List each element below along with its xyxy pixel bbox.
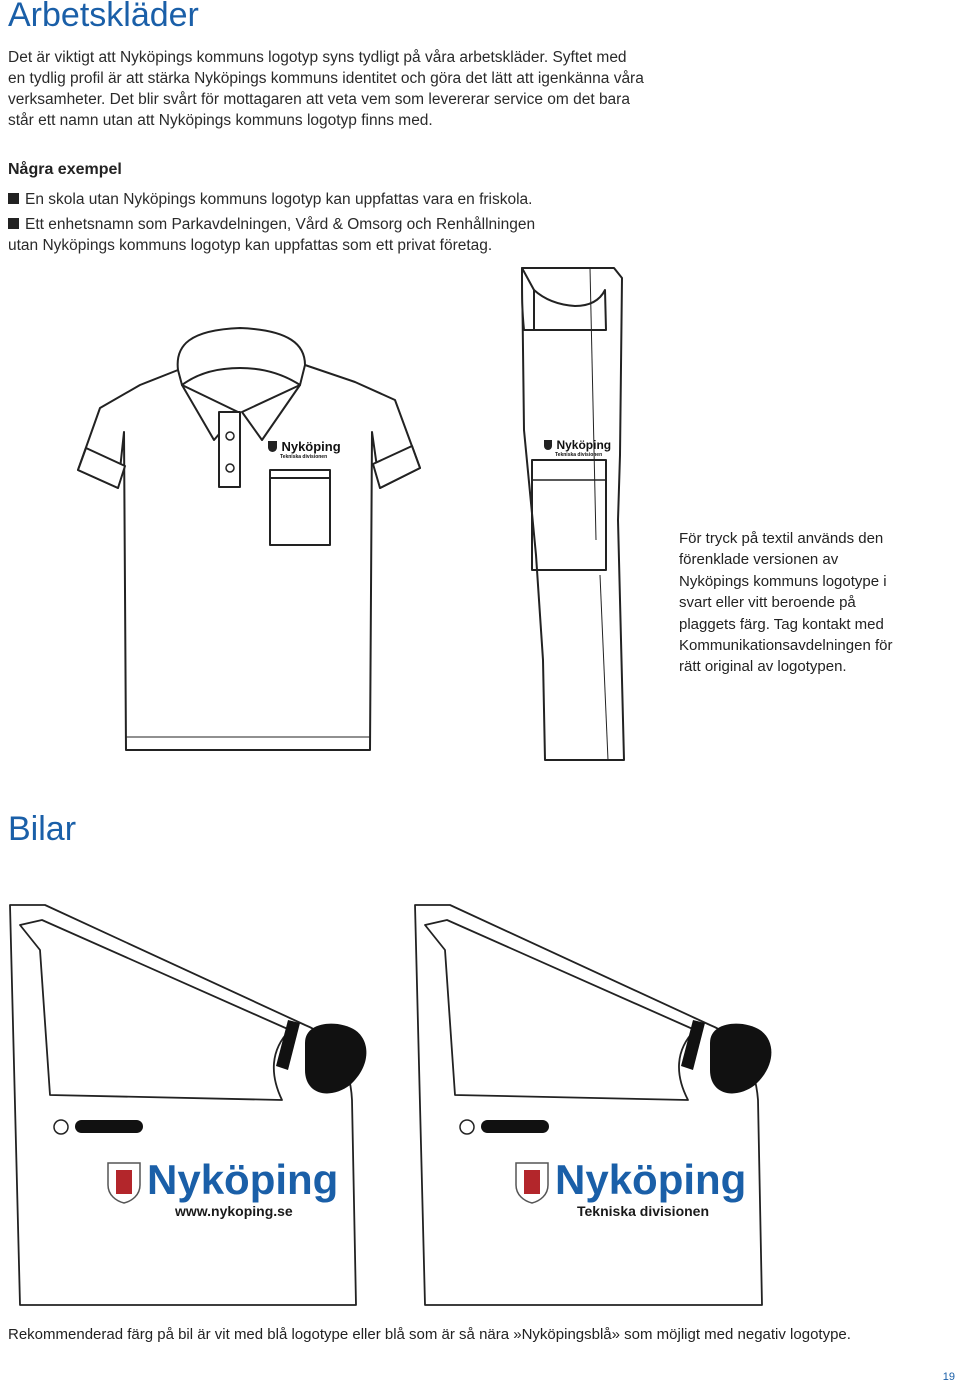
shield-icon: [544, 440, 552, 450]
logo-name: Nyköping: [281, 439, 341, 454]
page-title: Arbetskläder: [8, 0, 199, 34]
example-text: Ett enhetsnamn som Parkavdelningen, Vård…: [8, 216, 536, 254]
crest-icon: [515, 1162, 549, 1204]
logo-subline: Tekniska divisionen: [577, 1203, 710, 1219]
logo-unit: Tekniska divisionen: [555, 452, 603, 458]
logo-name: Nyköping: [555, 1156, 747, 1203]
door-logo-right: Nyköping Tekniska divisionen: [555, 1156, 747, 1220]
door-logo-left: Nyköping www.nykoping.se: [147, 1156, 339, 1220]
example-item: Ett enhetsnamn som Parkavdelningen, Vård…: [8, 214, 568, 256]
crest-icon: [107, 1162, 141, 1204]
bullet-square-icon: [8, 218, 19, 229]
logo-subline: www.nykoping.se: [175, 1203, 293, 1219]
section-title: Bilar: [8, 810, 77, 848]
example-item: En skola utan Nyköpings kommuns logotyp …: [8, 189, 568, 210]
intro-paragraph: Det är viktigt att Nyköpings kommuns log…: [8, 49, 644, 129]
shirt-logo: Nyköping Tekniska divisionen: [268, 438, 341, 460]
shield-icon: [268, 441, 277, 452]
page-number: 19: [942, 1371, 955, 1383]
logo-name: Nyköping: [147, 1156, 339, 1203]
footer-note: Rekommenderad färg på bil är vit med blå…: [8, 1326, 851, 1343]
bullet-square-icon: [8, 193, 19, 204]
example-text: En skola utan Nyköpings kommuns logotyp …: [25, 191, 533, 208]
logo-name: Nyköping: [556, 438, 612, 452]
print-note: För tryck på textil används den förenkla…: [679, 530, 893, 676]
examples-heading: Några exempel: [8, 161, 122, 178]
pants-logo: Nyköping Tekniska divisionen: [544, 436, 611, 458]
logo-unit: Tekniska divisionen: [280, 454, 328, 460]
